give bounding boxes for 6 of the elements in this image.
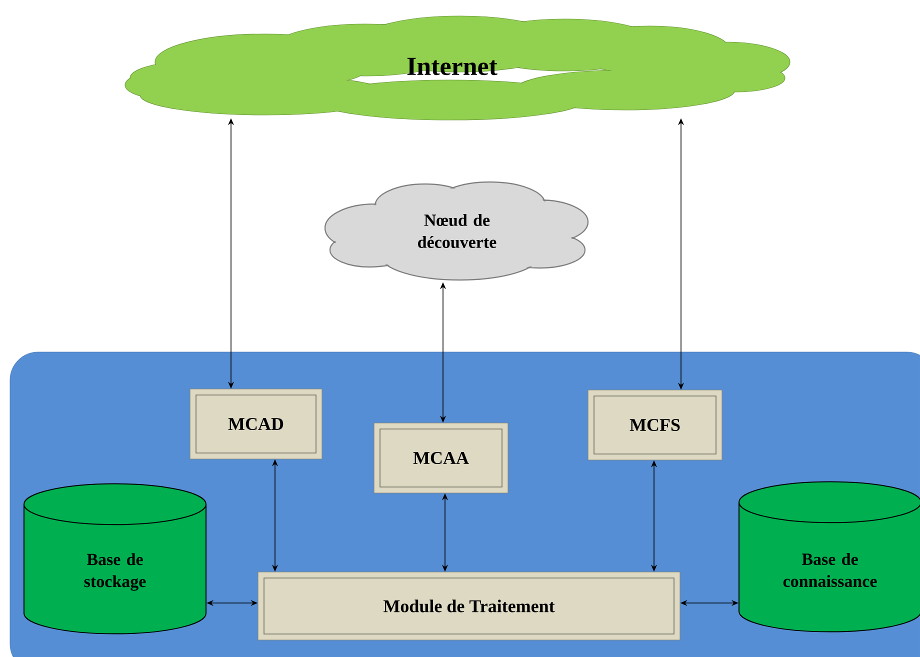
database-cylinder: Base de stockage — [24, 483, 206, 634]
module-box: Module de Traitement — [258, 572, 680, 640]
module-box: MCAA — [374, 422, 508, 494]
module-box: MCFS — [588, 390, 722, 460]
database-cylinder: Base de connaissance — [738, 481, 920, 632]
module-box: MCAD — [190, 388, 322, 460]
